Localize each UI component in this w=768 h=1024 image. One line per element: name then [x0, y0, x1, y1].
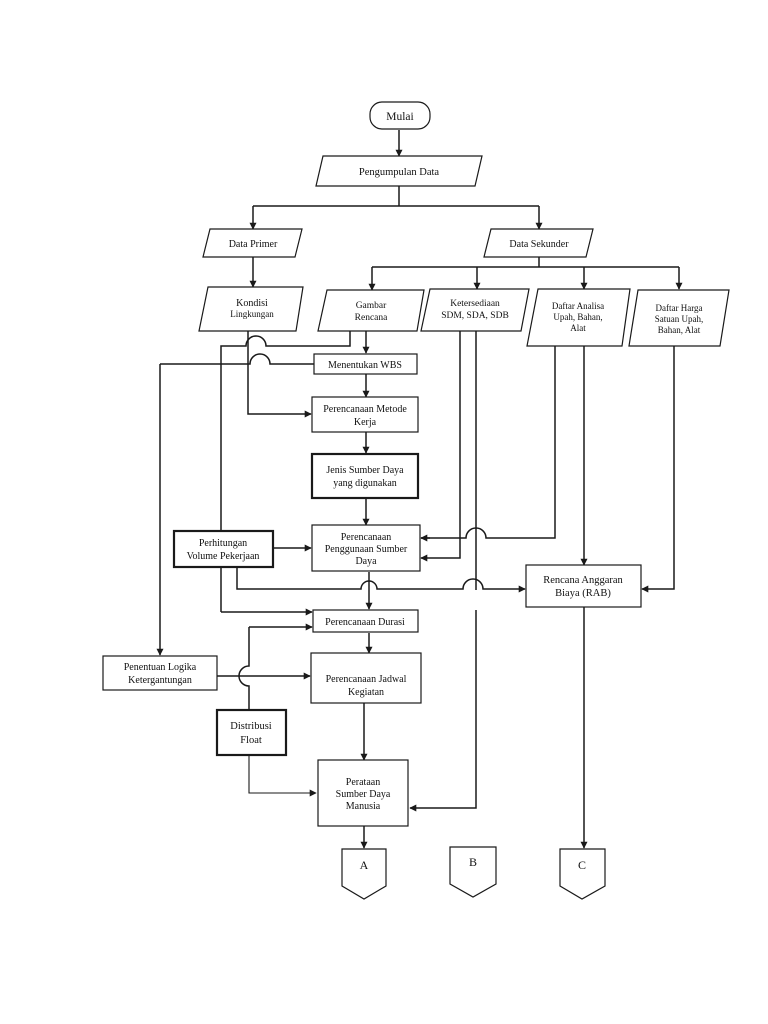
gambar-label-2: Rencana [355, 313, 388, 323]
kondisi-label-2: Lingkungan [230, 309, 274, 319]
analisa-label-3: Alat [570, 323, 586, 333]
metode-label-1: Perencanaan Metode [323, 404, 407, 415]
penentuan-logika-node: Penentuan Logika Ketergantungan [102, 655, 218, 691]
jadwal-label-1: Perencanaan Jadwal [326, 674, 407, 685]
perencanaan-jadwal-node: Perencanaan Jadwal Kegiatan [310, 652, 422, 704]
arrow-kondisi-metode [247, 331, 312, 418]
perataan-label-2: Sumber Daya [336, 789, 391, 800]
gambar-rencana-node: Gambar Rencana [317, 289, 425, 332]
volume-label-1: Perhitungan [199, 538, 247, 549]
daftar-harga-node: Daftar Harga Satuan Upah, Bahan, Alat [628, 289, 730, 347]
arrow-harga-rab [641, 346, 675, 593]
float-label-1: Distribusi [230, 721, 272, 732]
logika-label-2: Ketergantungan [128, 675, 192, 686]
data-sekunder-label: Data Sekunder [509, 239, 569, 250]
penggunaan-label-1: Perencanaan [341, 532, 392, 543]
float-label-2: Float [240, 735, 262, 746]
perencanaan-durasi-node: Perencanaan Durasi [312, 609, 419, 633]
jadwal-label-2: Kegiatan [348, 687, 384, 698]
logika-label-1: Penentuan Logika [124, 662, 197, 673]
distribusi-float-node: Distribusi Float [215, 708, 288, 757]
kondisi-lingkungan-node: Kondisi Lingkungan [198, 286, 304, 332]
offpage-connector-b: B [449, 846, 497, 898]
connector-lines [156, 130, 683, 849]
jenis-sumber-daya-node: Jenis Sumber Daya yang digunakan [310, 452, 420, 500]
pengumpulan-data-label: Pengumpulan Data [359, 167, 440, 178]
perencanaan-metode-node: Perencanaan Metode Kerja [311, 396, 419, 433]
perataan-label-1: Perataan [346, 777, 380, 788]
analisa-label-1: Daftar Analisa [552, 301, 604, 311]
line-gambar-left [220, 331, 351, 612]
arrow-float-perataan [248, 755, 317, 797]
menentukan-wbs-node: Menentukan WBS [313, 353, 418, 375]
perencanaan-penggunaan-node: Perencanaan Penggunaan Sumber Daya [311, 524, 421, 572]
gambar-label-1: Gambar [356, 301, 387, 311]
arrow-ketersediaan-penggunaan-2 [420, 331, 461, 562]
ketersediaan-label-1: Ketersediaan [450, 299, 500, 309]
perataan-label-3: Manusia [346, 801, 381, 812]
ketersediaan-node: Ketersediaan SDM, SDA, SDB [420, 288, 530, 332]
pengumpulan-data-node: Pengumpulan Data [315, 155, 483, 187]
rencana-anggaran-node: Rencana Anggaran Biaya (RAB) [525, 564, 642, 608]
volume-label-2: Volume Pekerjaan [187, 551, 260, 562]
perhitungan-volume-node: Perhitungan Volume Pekerjaan [172, 529, 275, 569]
kondisi-label-1: Kondisi [236, 298, 268, 309]
arrow-b-perataan [409, 610, 477, 812]
ketersediaan-label-2: SDM, SDA, SDB [441, 311, 509, 321]
line-volume-rab [236, 567, 510, 590]
durasi-label: Perencanaan Durasi [325, 617, 405, 628]
jenis-label-1: Jenis Sumber Daya [326, 465, 404, 476]
line-pengumpulan-split [253, 186, 539, 207]
rab-label-1: Rencana Anggaran [543, 575, 623, 586]
connector-c-label: C [578, 858, 586, 872]
wbs-label: Menentukan WBS [328, 360, 402, 371]
harga-label-3: Bahan, Alat [658, 325, 701, 335]
offpage-connector-a: A [341, 848, 387, 900]
jenis-label-2: yang digunakan [333, 478, 397, 489]
connector-a-label: A [360, 858, 369, 872]
line-sekunder-split [372, 257, 679, 268]
data-sekunder-node: Data Sekunder [483, 228, 594, 258]
data-primer-node: Data Primer [202, 228, 303, 258]
penggunaan-label-3: Daya [355, 556, 377, 567]
line-analisa-penggunaan [421, 346, 556, 539]
connector-b-label: B [469, 855, 477, 869]
metode-label-2: Kerja [354, 417, 377, 428]
harga-label-2: Satuan Upah, [655, 314, 704, 324]
rab-label-2: Biaya (RAB) [555, 588, 611, 599]
data-primer-label: Data Primer [229, 239, 278, 250]
start-terminator: Mulai [369, 101, 431, 130]
start-label: Mulai [386, 111, 413, 123]
penggunaan-label-2: Penggunaan Sumber [325, 544, 408, 555]
perataan-node: Perataan Sumber Daya Manusia [317, 759, 409, 827]
line-float-up [238, 627, 250, 710]
line-wbs-left [160, 353, 314, 365]
harga-label-1: Daftar Harga [655, 303, 702, 313]
offpage-connector-c: C [559, 848, 606, 900]
daftar-analisa-node: Daftar Analisa Upah, Bahan, Alat [526, 288, 631, 347]
analisa-label-2: Upah, Bahan, [553, 312, 602, 322]
